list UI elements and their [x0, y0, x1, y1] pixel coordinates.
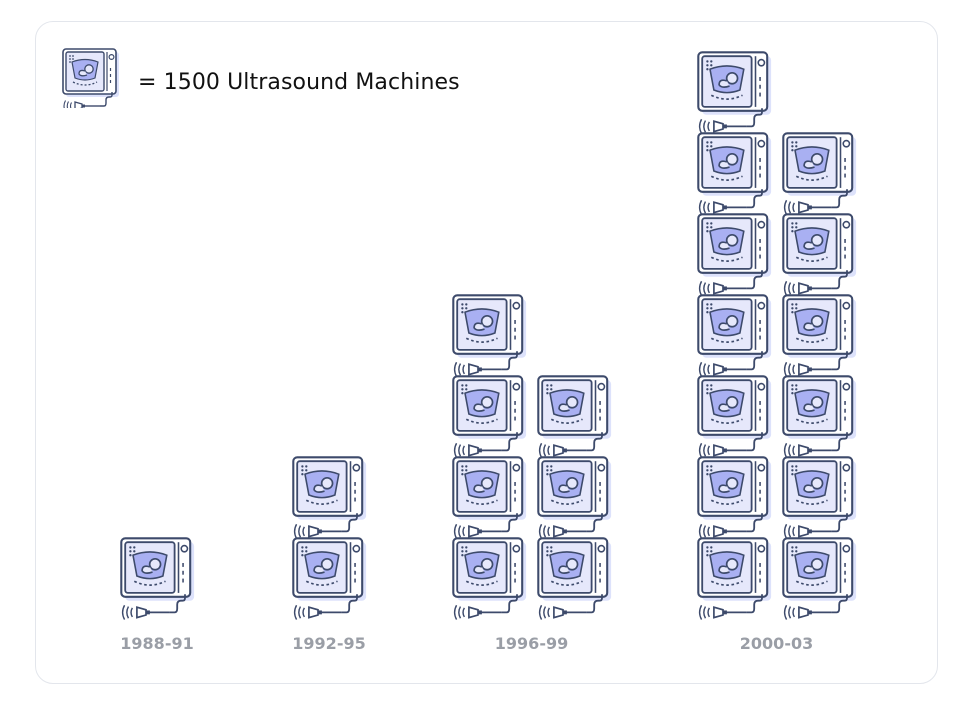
ultrasound-machine-icon [782, 456, 858, 540]
ultrasound-machine-icon [782, 375, 858, 459]
ultrasound-machine-icon [452, 537, 528, 621]
ultrasound-machine-icon [697, 375, 773, 459]
category-label: 2000-03 [740, 634, 813, 653]
ultrasound-machine-icon [452, 456, 528, 540]
ultrasound-machine-icon [452, 294, 528, 378]
ultrasound-machine-icon [782, 537, 858, 621]
ultrasound-machine-icon [120, 537, 196, 621]
ultrasound-machine-icon [697, 213, 773, 297]
ultrasound-machine-icon [452, 375, 528, 459]
category-label: 1996-99 [495, 634, 568, 653]
ultrasound-machine-icon [782, 294, 858, 378]
legend-text: = 1500 Ultrasound Machines [138, 70, 460, 95]
ultrasound-machine-icon [537, 456, 613, 540]
ultrasound-machine-icon [292, 537, 368, 621]
category-label: 1992-95 [292, 634, 365, 653]
ultrasound-machine-icon [782, 213, 858, 297]
ultrasound-machine-icon [697, 294, 773, 378]
ultrasound-machine-icon [537, 375, 613, 459]
ultrasound-machine-icon [697, 456, 773, 540]
ultrasound-machine-icon [292, 456, 368, 540]
ultrasound-machine-icon [697, 537, 773, 621]
category-label: 1988-91 [120, 634, 193, 653]
ultrasound-machine-icon [537, 537, 613, 621]
ultrasound-machine-icon [697, 51, 773, 135]
ultrasound-machine-icon [697, 132, 773, 216]
ultrasound-machine-icon [782, 132, 858, 216]
